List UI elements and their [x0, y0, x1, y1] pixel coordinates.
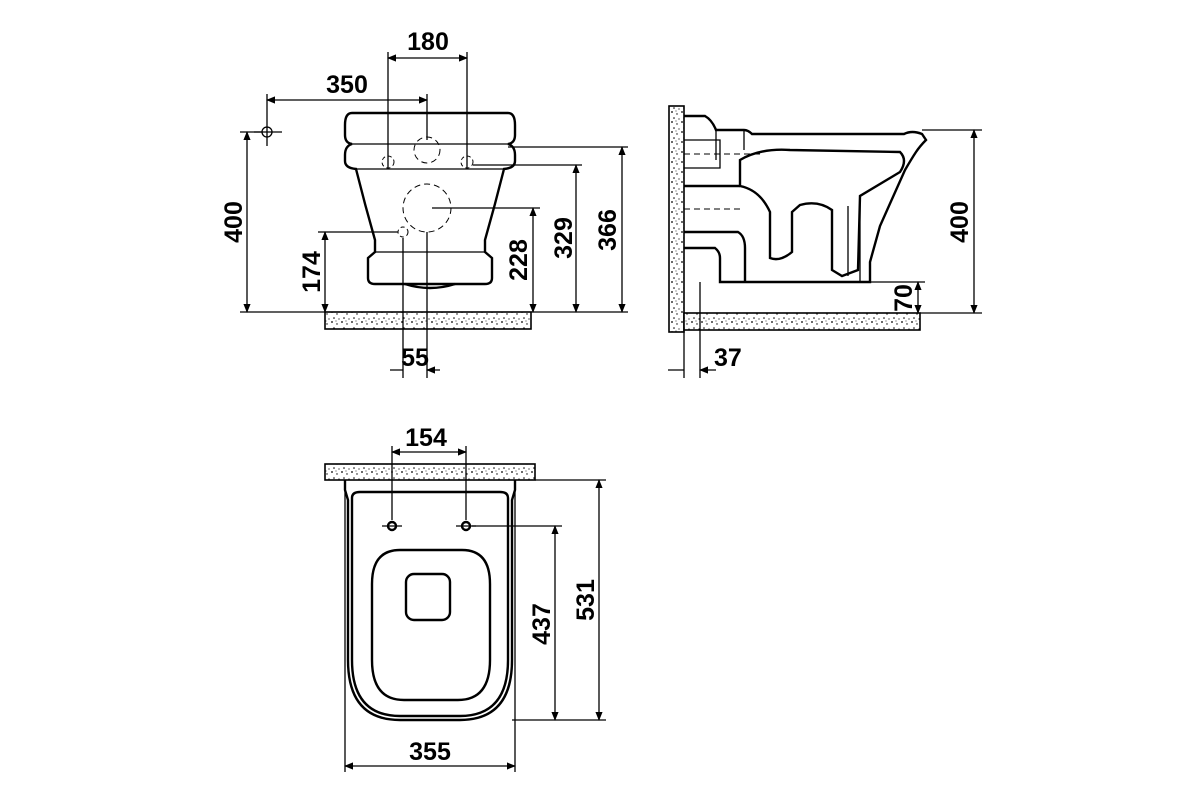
side-bowl-inner — [738, 148, 906, 278]
dim-228-label: 228 — [505, 239, 533, 281]
side-floor — [683, 312, 921, 331]
side-view: 400 70 37 — [668, 105, 982, 378]
front-small-hole — [397, 226, 409, 238]
top-wall-slab — [324, 463, 536, 481]
dim-55-ext — [402, 232, 428, 378]
front-view: 180 350 400 174 228 329 366 55 — [220, 28, 628, 378]
dim-side-37-label: 37 — [714, 344, 742, 372]
dim-154-label: 154 — [405, 424, 447, 452]
side-rim-line — [715, 130, 745, 160]
dim-400-left-label: 400 — [220, 201, 248, 243]
side-trap — [684, 184, 747, 282]
dim-329-label: 329 — [550, 217, 578, 259]
front-floor-slab — [324, 311, 532, 330]
dim-side-400-label: 400 — [946, 201, 974, 243]
dim-180-label: 180 — [407, 28, 449, 56]
dim-180-ext — [387, 52, 468, 168]
dim-355-label: 355 — [409, 738, 451, 766]
top-seat-ring — [350, 490, 510, 718]
top-seat-outline — [343, 480, 517, 722]
side-wall — [668, 105, 685, 333]
dim-437-label: 437 — [528, 603, 556, 645]
front-inlet-hole — [413, 136, 441, 164]
side-bowl-outline — [684, 114, 928, 284]
dim-350-label: 350 — [326, 71, 368, 99]
side-foot-line — [847, 196, 861, 282]
front-body-outline — [343, 111, 517, 286]
dim-366-label: 366 — [594, 209, 622, 251]
top-outlet-square — [404, 572, 452, 622]
front-outlet — [404, 282, 456, 290]
dim-174-label: 174 — [298, 251, 326, 293]
dim-531-label: 531 — [572, 579, 600, 621]
top-view: 154 437 531 355 — [324, 424, 606, 772]
front-reference-cross — [254, 120, 282, 146]
top-bowl-opening — [370, 548, 492, 702]
dim-355-ext — [344, 490, 516, 772]
dim-154-ext — [391, 446, 467, 520]
dim-55-label: 55 — [401, 344, 429, 372]
dim-side-70-label: 70 — [890, 284, 918, 312]
